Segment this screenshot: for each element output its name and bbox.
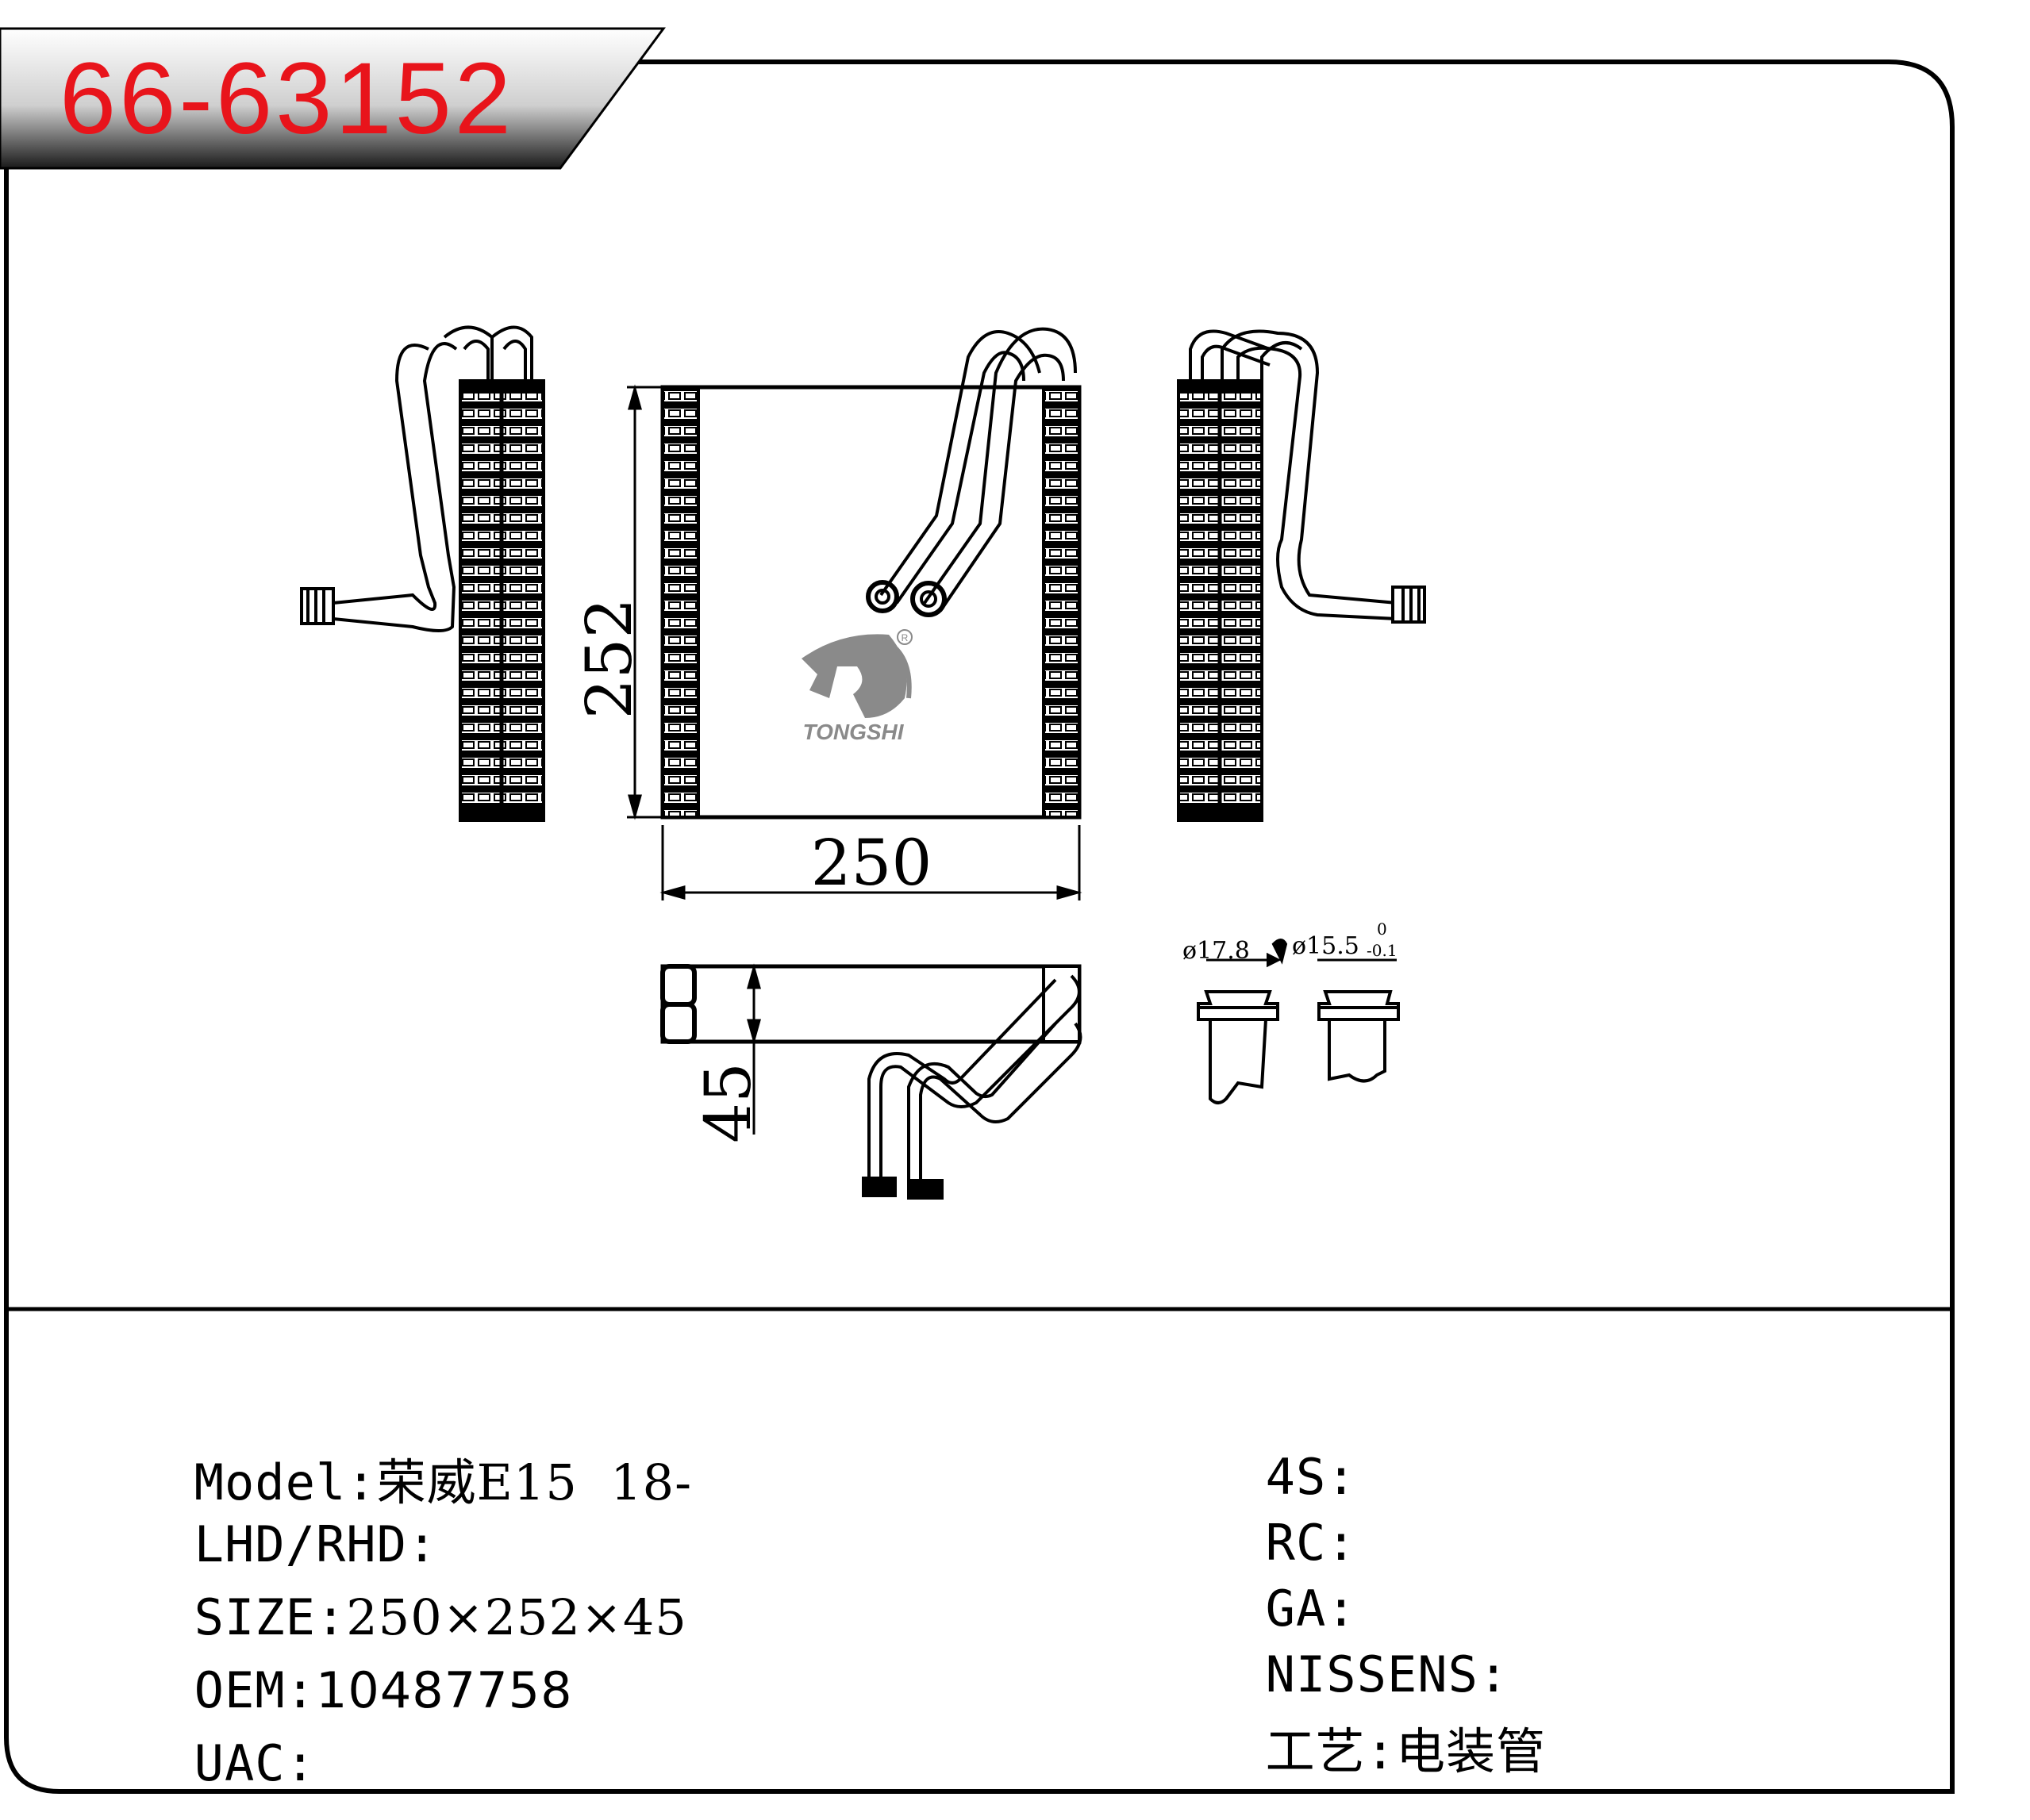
spec-4s-label: 4S: xyxy=(1265,1448,1357,1506)
spec-nissens-label: NISSENS: xyxy=(1265,1645,1509,1703)
part-number: 66-63152 xyxy=(60,42,514,156)
spec-ga: GA: xyxy=(1205,1522,1357,1638)
spec-model-value: 荣威E15 18- xyxy=(376,1453,693,1511)
spec-size-label: SIZE: xyxy=(194,1588,347,1646)
dim-height-label: 252 xyxy=(572,598,646,720)
dimension-width xyxy=(659,825,1082,900)
spec-process-value: 电装管 xyxy=(1395,1722,1546,1780)
spec-process-label: 工艺: xyxy=(1265,1722,1396,1780)
spec-oem-value: 10487758 xyxy=(315,1661,573,1719)
side-view-left xyxy=(300,325,545,822)
spec-rc: RC: xyxy=(1205,1456,1357,1572)
spec-4s: 4S: xyxy=(1205,1390,1357,1506)
dim-width-label: 250 xyxy=(811,826,932,900)
tolerance-upper: 0 xyxy=(1377,920,1387,939)
spec-ga-label: GA: xyxy=(1265,1580,1357,1638)
side-view-right xyxy=(1177,329,1426,822)
spec-process: 工艺:电装管 xyxy=(1205,1653,1546,1783)
logo-text: TONGSHI xyxy=(802,720,904,744)
fitting-left-diameter: ø17.8 xyxy=(1182,937,1250,965)
spec-model: Model:荣威E15 18- xyxy=(133,1384,692,1514)
top-view xyxy=(660,964,1082,1200)
front-view xyxy=(660,327,1082,820)
spec-rc-label: RC: xyxy=(1265,1514,1357,1572)
dim-depth-label: 45 xyxy=(691,1062,765,1143)
registered-mark: R xyxy=(902,632,909,643)
spec-size-value: 250×252×45 xyxy=(346,1588,687,1646)
part-number-tab: 66-63152 xyxy=(0,27,666,170)
dimension-height xyxy=(627,384,663,820)
spec-uac-label: UAC: xyxy=(194,1734,316,1792)
spec-oem: OEM:10487758 xyxy=(133,1603,573,1719)
spec-uac: UAC: xyxy=(133,1676,316,1792)
brand-logo: R TONGSHI xyxy=(802,629,913,744)
tolerance-lower: -0.1 xyxy=(1367,941,1398,960)
dimension-depth xyxy=(663,963,761,1135)
spec-nissens: NISSENS: xyxy=(1205,1588,1509,1703)
spec-model-label: Model: xyxy=(194,1453,377,1511)
fitting-right-diameter: ø15.5 xyxy=(1292,932,1359,960)
spec-lhd-rhd-label: LHD/RHD: xyxy=(194,1515,438,1573)
fitting-detail-right xyxy=(1271,939,1400,1083)
spec-lhd-rhd: LHD/RHD: xyxy=(133,1457,437,1573)
fitting-detail-left xyxy=(1197,952,1282,1104)
spec-oem-label: OEM: xyxy=(194,1661,316,1719)
outer-border xyxy=(4,60,1955,1794)
spec-size: SIZE:250×252×45 xyxy=(133,1530,687,1646)
